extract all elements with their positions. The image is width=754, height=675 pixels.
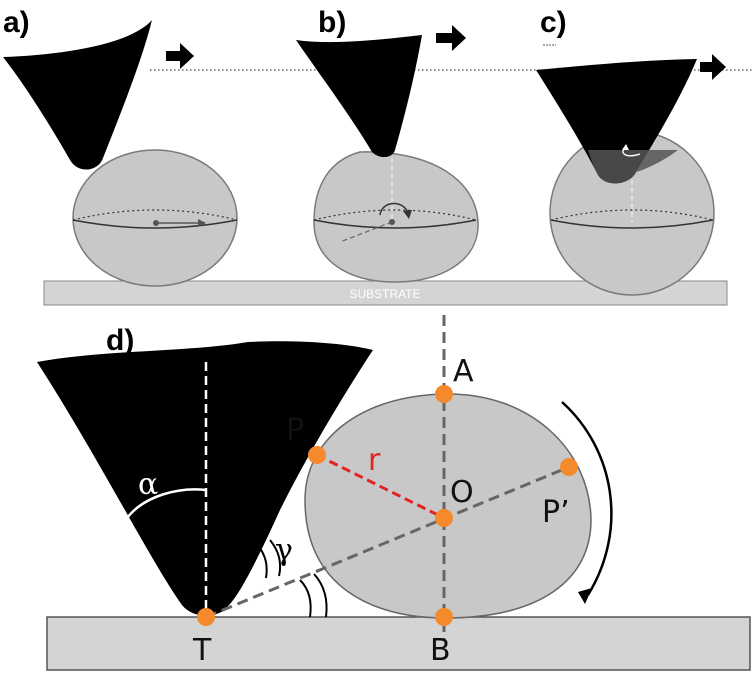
rotation-arc-b	[379, 202, 409, 216]
sphere-center-a	[153, 220, 159, 226]
tilted-axis-b	[339, 221, 393, 243]
panel-b: b)	[296, 6, 479, 283]
label-T: T	[192, 633, 212, 668]
label-O: O	[450, 475, 474, 510]
panel-label-a: a)	[3, 6, 30, 39]
sphere-center-b	[389, 219, 395, 225]
panel-a: a)	[3, 6, 238, 287]
tip-b	[296, 35, 422, 158]
equator-solid-b	[313, 219, 477, 229]
equator-dotted-b	[313, 209, 477, 221]
point-P-prime	[560, 458, 578, 476]
panel-d: d) α r γ	[37, 315, 751, 671]
tip-c	[536, 59, 697, 184]
rotation-arrow-d	[561, 401, 613, 596]
equator-solid-c	[550, 219, 714, 229]
label-B: B	[430, 633, 451, 668]
panel-label-d: d)	[106, 324, 134, 357]
alpha-angle-arc	[126, 488, 207, 519]
label-P: P	[286, 413, 304, 448]
panel-label-c: c)	[540, 6, 567, 39]
tip-c-embedded	[588, 150, 678, 184]
label-P-prime: P’	[542, 495, 570, 530]
sphere-a	[72, 149, 238, 287]
substrate-bottom	[46, 616, 751, 671]
sphere-b	[313, 151, 479, 283]
gamma-label: γ	[275, 533, 293, 568]
gamma-arc-2	[269, 539, 282, 577]
rotation-arc-arrowhead-b	[403, 210, 412, 219]
substrate-angle-arc-1	[299, 579, 312, 618]
point-A	[435, 385, 453, 403]
equator-dotted-c	[550, 209, 714, 221]
point-T	[197, 608, 215, 626]
rotation-arrowhead-d	[578, 588, 592, 604]
equator-solid-a	[72, 219, 238, 229]
equator-dotted-a	[72, 209, 238, 221]
point-O	[435, 509, 453, 527]
motion-arrow-b	[436, 25, 466, 51]
radius-label: r	[368, 443, 381, 478]
tip-a	[3, 20, 152, 170]
line-T-Pprime	[205, 465, 570, 619]
point-B	[435, 608, 453, 626]
substrate-label: SUBSTRATE	[349, 287, 420, 301]
panel-label-b: b)	[318, 6, 346, 39]
alpha-label: α	[138, 467, 158, 502]
motion-arrow-a	[166, 43, 194, 69]
gamma-arc-1	[258, 546, 268, 579]
point-P	[308, 446, 326, 464]
rotation-arrowhead-a	[198, 219, 206, 227]
rotation-arc-arrowhead-c	[622, 144, 629, 150]
panel-c: c)	[536, 6, 726, 296]
substrate-angle-arc-2	[313, 573, 328, 618]
motion-arrow-c	[700, 54, 726, 80]
label-A: A	[453, 354, 474, 389]
radius-line	[316, 453, 445, 520]
